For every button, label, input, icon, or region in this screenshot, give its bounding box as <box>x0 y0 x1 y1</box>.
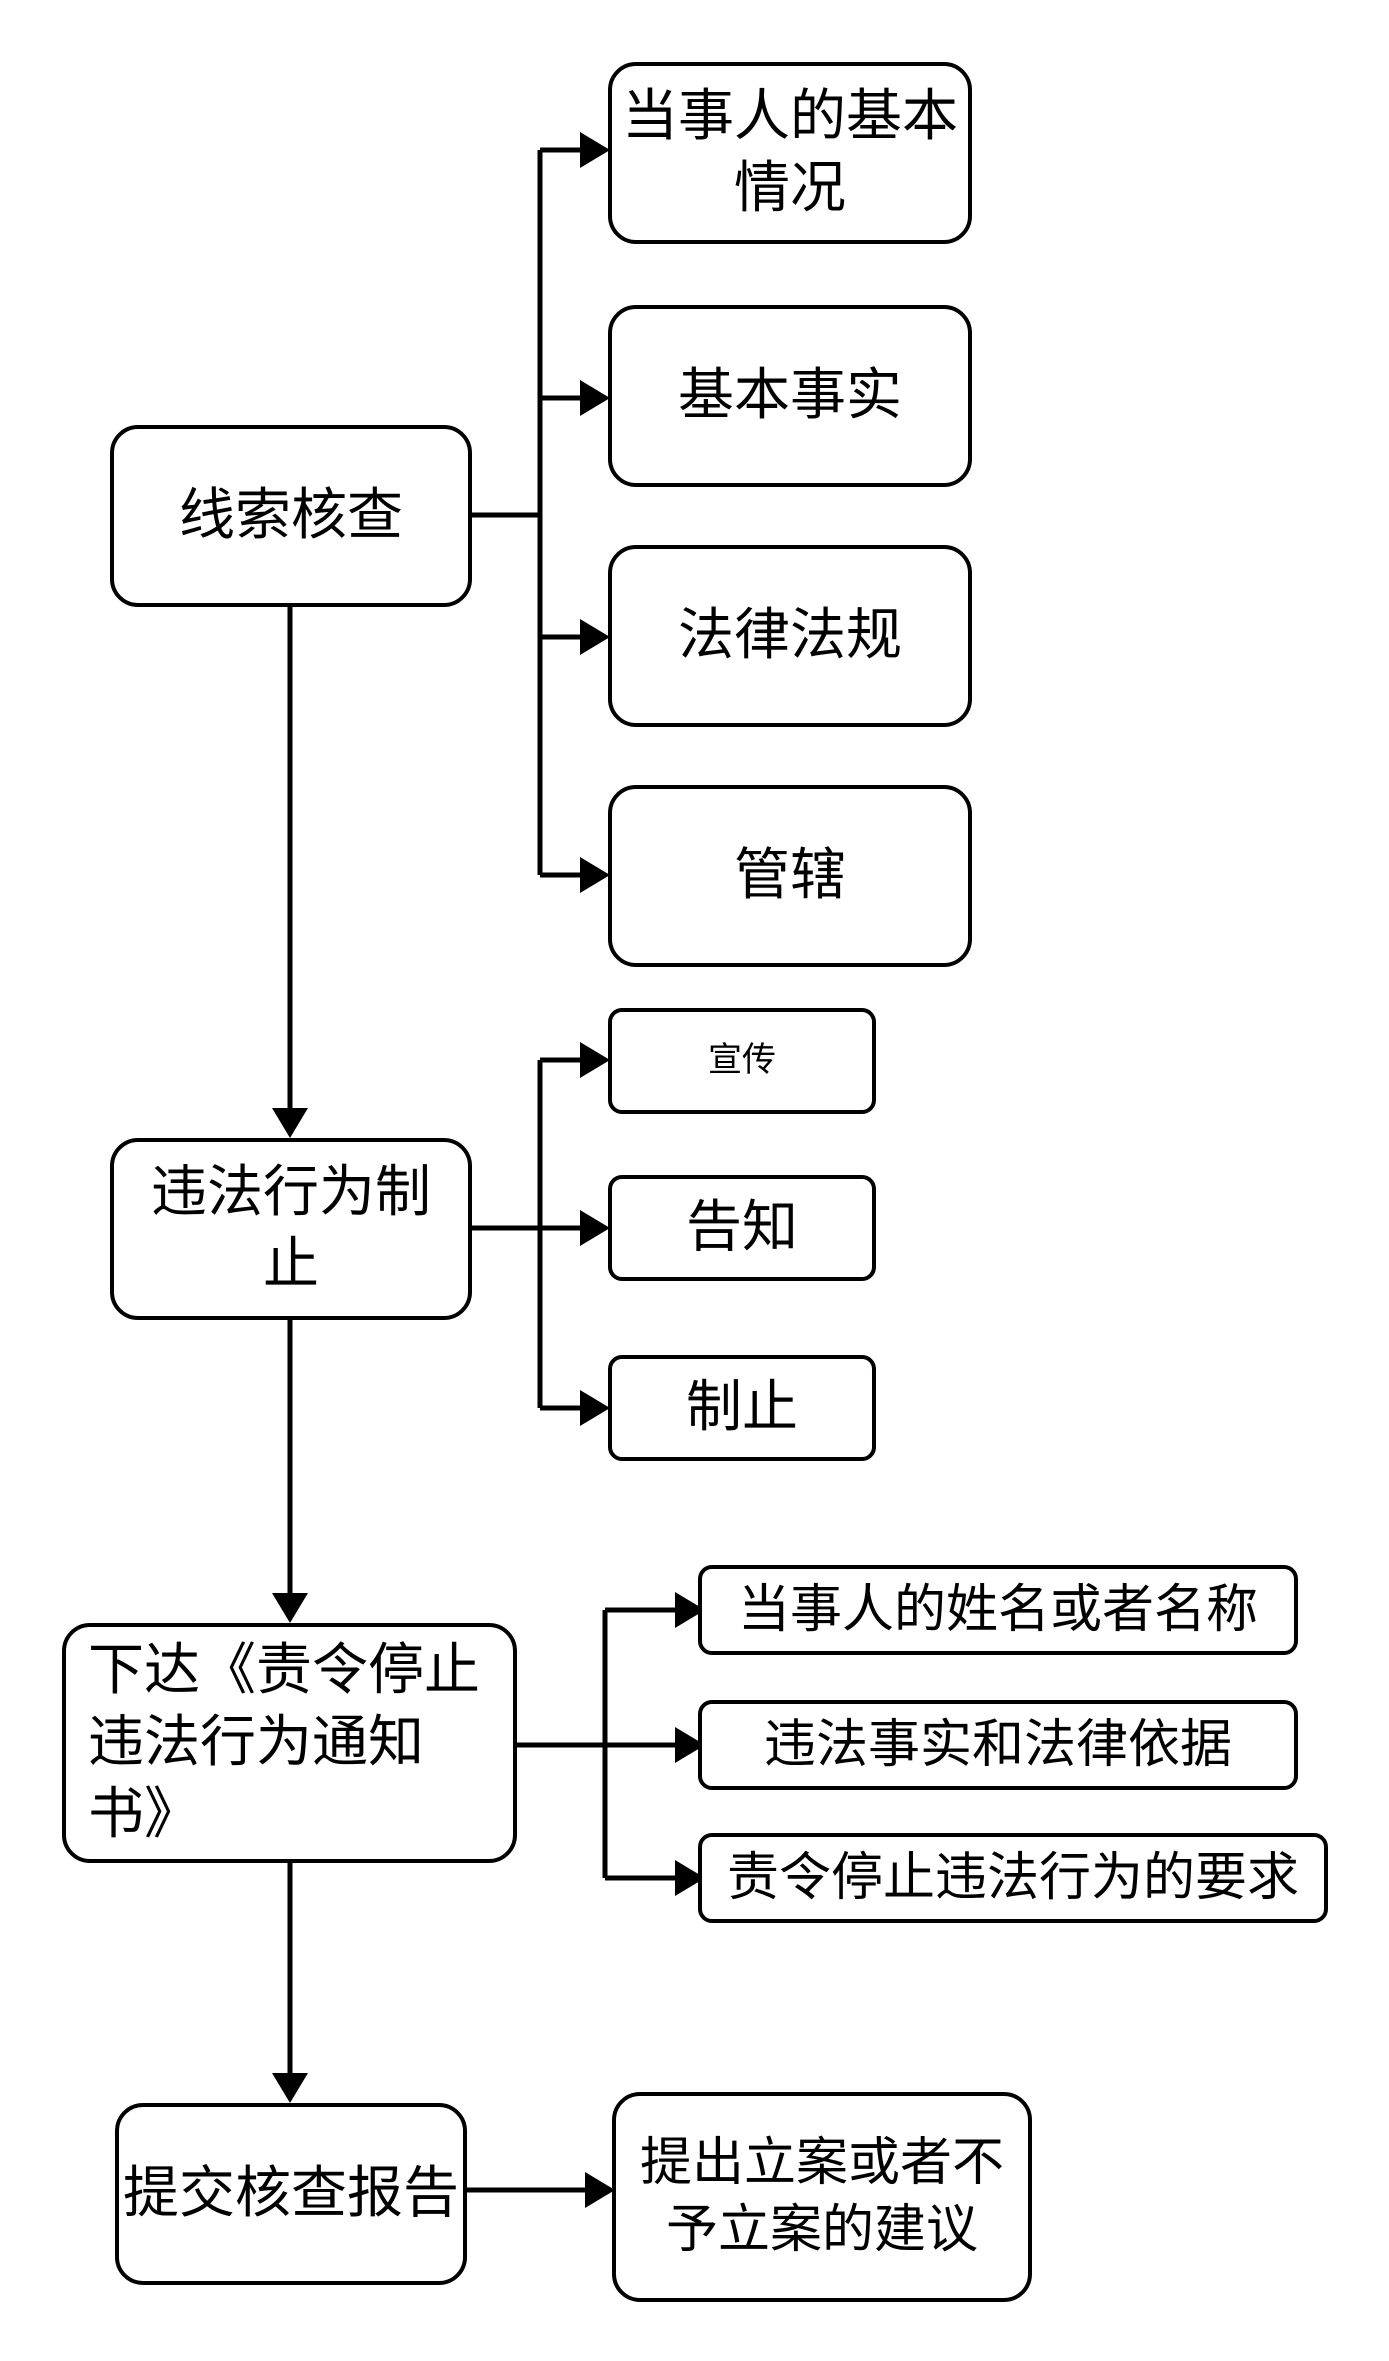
child-node-stop-requirements: 责令停止违法行为的要求 <box>698 1833 1328 1923</box>
child-label: 当事人的基本情况 <box>622 84 958 221</box>
child-node-party-basic-info: 当事人的基本情况 <box>608 62 972 244</box>
child-label: 违法事实和法律依据 <box>763 1714 1232 1775</box>
child-label: 当事人的姓名或者名称 <box>737 1579 1258 1640</box>
child-node-jurisdiction: 管辖 <box>608 785 972 967</box>
child-label: 宣传 <box>708 1040 776 1081</box>
child-node-facts-legal-basis: 违法事实和法律依据 <box>698 1700 1298 1790</box>
child-label: 提出立案或者不予立案的建议 <box>639 2133 1004 2260</box>
child-node-publicity: 宣传 <box>608 1008 876 1114</box>
child-label: 告知 <box>686 1195 798 1261</box>
arrowhead-s3c1 <box>675 1592 705 1628</box>
step-node-issue-notice: 下达《责令停止违法行为通知书》 <box>62 1623 517 1863</box>
step-label: 提交核查报告 <box>123 2161 459 2227</box>
arrowhead-step4 <box>272 2073 308 2103</box>
step-node-stop-violation: 违法行为制止 <box>110 1138 472 1320</box>
arrowhead-step3 <box>272 1593 308 1623</box>
child-node-basic-facts: 基本事实 <box>608 305 972 487</box>
child-node-stop: 制止 <box>608 1355 876 1461</box>
child-node-laws-regulations: 法律法规 <box>608 545 972 727</box>
arrowhead-s3c3 <box>675 1860 705 1896</box>
arrowhead-s4c1 <box>585 2172 615 2208</box>
arrowhead-s1c4 <box>580 857 610 893</box>
child-label: 管辖 <box>734 843 846 909</box>
child-label: 基本事实 <box>678 363 902 429</box>
child-label: 法律法规 <box>678 603 902 669</box>
arrowhead-s1c3 <box>580 619 610 655</box>
child-node-party-name: 当事人的姓名或者名称 <box>698 1565 1298 1655</box>
arrowhead-s2c1 <box>580 1042 610 1078</box>
step-node-submit-report: 提交核查报告 <box>115 2103 467 2285</box>
arrowhead-s2c3 <box>580 1390 610 1426</box>
arrowhead-s2c2 <box>580 1210 610 1246</box>
child-node-notify: 告知 <box>608 1175 876 1281</box>
step-label: 下达《责令停止违法行为通知书》 <box>88 1638 480 1847</box>
arrowhead-step2 <box>272 1108 308 1138</box>
step-label: 违法行为制止 <box>151 1160 431 1297</box>
arrowhead-s1c1 <box>580 132 610 168</box>
child-label: 制止 <box>686 1375 798 1441</box>
step-label: 线索核查 <box>179 483 403 549</box>
child-node-filing-recommendation: 提出立案或者不予立案的建议 <box>612 2092 1032 2302</box>
arrowhead-s1c2 <box>580 380 610 416</box>
child-label: 责令停止违法行为的要求 <box>726 1847 1299 1908</box>
step-node-clue-verification: 线索核查 <box>110 425 472 607</box>
arrowhead-s3c2 <box>675 1727 705 1763</box>
